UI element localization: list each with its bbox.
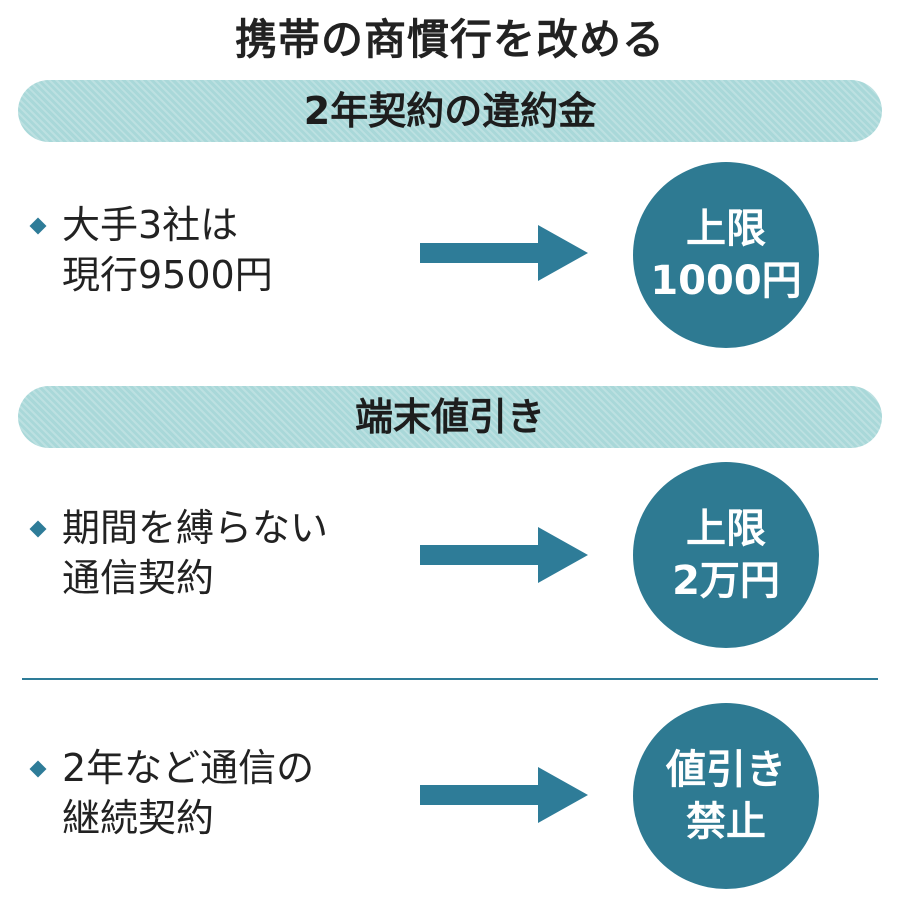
section-band-penalty: 2年契約の違約金 bbox=[18, 80, 882, 142]
result-circle: 値引き 禁止 bbox=[633, 703, 819, 889]
row-description-line: 大手3社は bbox=[62, 203, 239, 247]
result-circle: 上限 2万円 bbox=[633, 462, 819, 648]
right-arrow-icon bbox=[420, 767, 588, 823]
row-divider bbox=[22, 678, 878, 680]
result-line: 上限 bbox=[686, 506, 766, 552]
result-line: 上限 bbox=[686, 206, 766, 252]
diamond-bullet-icon bbox=[29, 217, 47, 235]
row-description: 期間を縛らない 通信契約 bbox=[29, 503, 329, 603]
diamond-bullet-icon bbox=[29, 520, 47, 538]
result-line: 値引き bbox=[666, 747, 786, 793]
right-arrow-icon bbox=[420, 225, 588, 281]
result-line: 禁止 bbox=[686, 799, 766, 845]
diagram-title: 携帯の商慣行を改める bbox=[234, 15, 665, 64]
result-line: 2万円 bbox=[672, 558, 780, 604]
diamond-bullet-icon bbox=[29, 760, 47, 778]
result-line: 1000円 bbox=[650, 258, 802, 304]
right-arrow-icon bbox=[420, 527, 588, 583]
row-description-line: 期間を縛らない bbox=[62, 506, 329, 550]
section-band-discount: 端末値引き bbox=[18, 386, 882, 448]
row-description-line: 継続契約 bbox=[62, 796, 215, 840]
result-circle: 上限 1000円 bbox=[633, 162, 819, 348]
row-description: 2年など通信の 継続契約 bbox=[29, 743, 315, 843]
row-description-line: 通信契約 bbox=[62, 556, 215, 600]
row-description-line: 2年など通信の bbox=[62, 746, 315, 790]
row-description: 大手3社は 現行9500円 bbox=[29, 200, 273, 300]
row-description-line: 現行9500円 bbox=[62, 253, 273, 297]
